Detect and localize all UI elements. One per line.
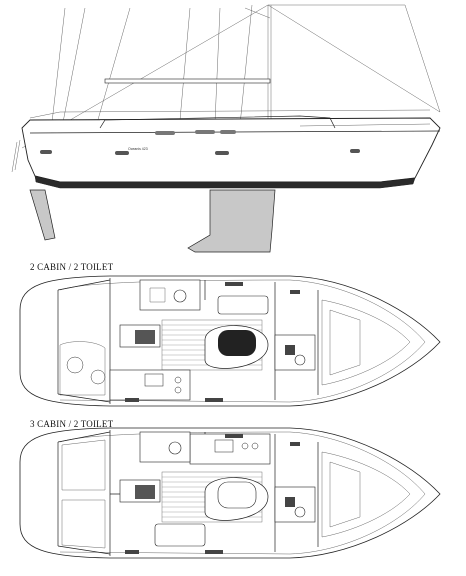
layout-caption-3-cabin: 3 CABIN / 2 TOILET	[30, 419, 114, 429]
plan-2-cabin	[19, 275, 441, 407]
rigging	[21, 4, 441, 149]
keel	[187, 189, 276, 253]
boot-stripe	[34, 175, 416, 189]
side-elevation: Oceanis 423	[11, 4, 441, 253]
layout-caption-2-cabin: 2 CABIN / 2 TOILET	[30, 262, 114, 272]
hull-portlights	[40, 130, 360, 155]
plan-3-cabin	[19, 427, 441, 559]
hull-name: Oceanis 423	[128, 147, 148, 151]
rudder	[29, 189, 56, 241]
hull	[21, 117, 441, 183]
